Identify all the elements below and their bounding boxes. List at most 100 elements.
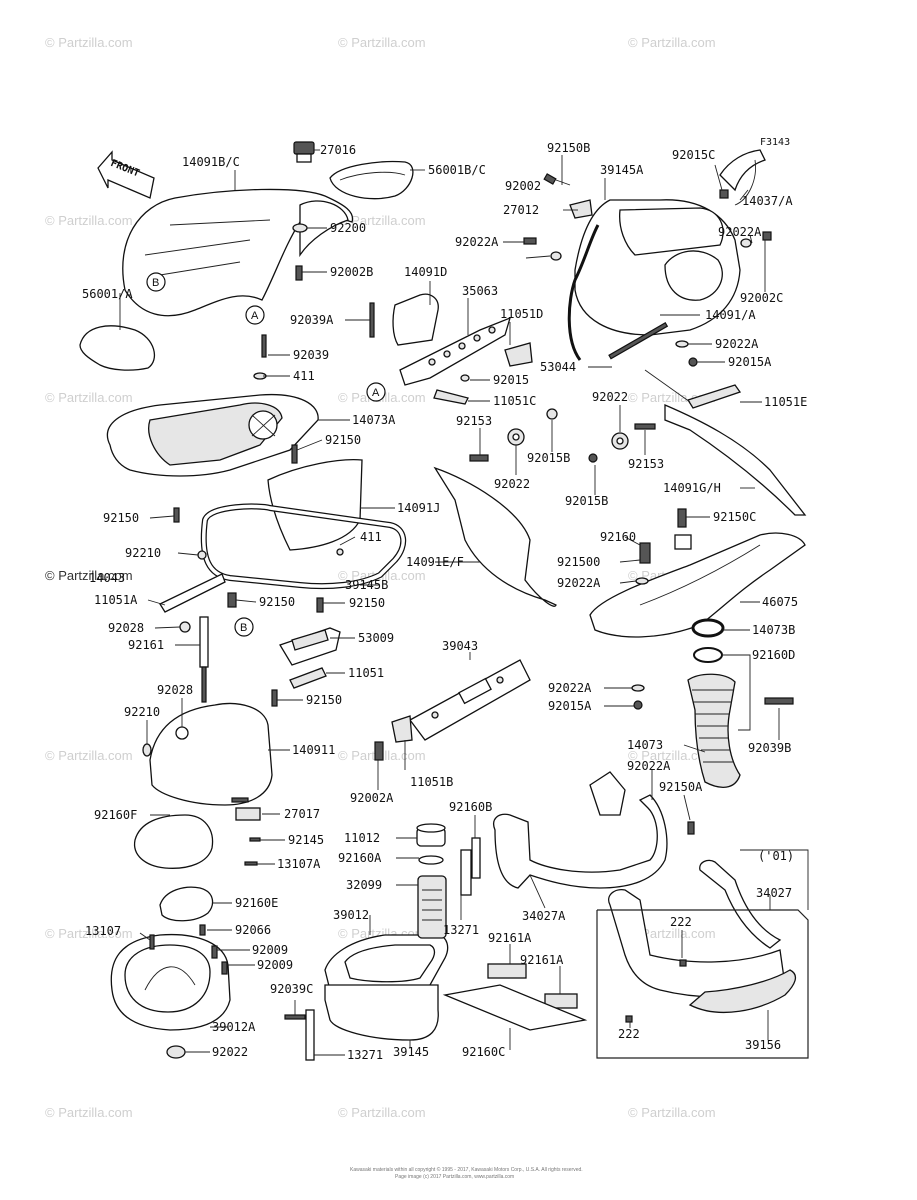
part-label: 92015C <box>672 148 715 162</box>
watermark: © Partzilla.com <box>45 213 133 228</box>
part-label: 92161A <box>520 953 564 967</box>
part-label: 39145B <box>345 578 388 592</box>
part-label: 411 <box>293 369 315 383</box>
ref-marker-b <box>234 617 254 637</box>
part-label: 92022A <box>718 225 762 239</box>
front-arrow-icon: FRONT <box>97 150 155 199</box>
part-label: 11051E <box>764 395 807 409</box>
part-label: 35063 <box>462 284 498 298</box>
part-label: 53044 <box>540 360 576 374</box>
year-note: ('01) <box>758 849 794 863</box>
part-label: 92039B <box>748 741 791 755</box>
part-label: 92022A <box>715 337 759 351</box>
ref-marker-a <box>245 305 265 325</box>
ref-marker-b <box>146 272 166 292</box>
part-label: 92161 <box>128 638 164 652</box>
part-label: 14037/A <box>742 194 793 208</box>
part-label: 46075 <box>762 595 798 609</box>
part-label: 39012 <box>333 908 369 922</box>
ref-marker-a <box>366 382 386 402</box>
part-label: 92153 <box>456 414 492 428</box>
part-label: 11051A <box>94 593 138 607</box>
part-label: 92009 <box>257 958 293 972</box>
part-label: 92145 <box>288 833 324 847</box>
part-label: 39145A <box>600 163 644 177</box>
part-label: 27017 <box>284 807 320 821</box>
part-label: 92210 <box>124 705 160 719</box>
part-label: 140911 <box>292 743 335 757</box>
part-label: 92150A <box>659 780 703 794</box>
ref-marker-label: A <box>372 387 380 399</box>
part-label: 13107A <box>277 857 321 871</box>
part-label: 92015A <box>728 355 772 369</box>
watermark: © Partzilla.com <box>628 748 716 763</box>
part-label: 27016 <box>320 143 356 157</box>
ref-markers: B A A B <box>146 272 386 637</box>
part-label: 92022A <box>455 235 499 249</box>
part-label: 92150 <box>325 433 361 447</box>
part-label: 14073A <box>352 413 396 427</box>
part-label: 222 <box>670 915 692 929</box>
part-label: 53009 <box>358 631 394 645</box>
part-label: 56001B/C <box>428 163 486 177</box>
part-label: 13271 <box>347 1048 383 1062</box>
part-label: 92150C <box>713 510 756 524</box>
watermark: © Partzilla.com <box>45 390 133 405</box>
part-label: 92002A <box>350 791 394 805</box>
part-label: 92022A <box>627 759 671 773</box>
part-label: 411 <box>360 530 382 544</box>
part-shapes <box>79 141 807 1061</box>
part-label: 92160D <box>752 648 795 662</box>
part-label: 11012 <box>344 831 380 845</box>
ref-marker-label: A <box>251 310 259 322</box>
part-label: 39012A <box>212 1020 256 1034</box>
part-label: 92150 <box>103 511 139 525</box>
part-label: 921500 <box>557 555 600 569</box>
watermark: © Partzilla.com <box>628 35 716 50</box>
part-label: 14073 <box>627 738 663 752</box>
part-label: 14073B <box>752 623 795 637</box>
part-label: 14043 <box>89 571 125 585</box>
figure-code: F3143 <box>760 137 790 148</box>
leader-lines <box>119 149 780 1056</box>
watermark: © Partzilla.com <box>628 1105 716 1120</box>
part-label: 11051C <box>493 394 536 408</box>
part-label: 34027 <box>756 886 792 900</box>
part-label: 92009 <box>252 943 288 957</box>
part-label: 92150 <box>259 595 295 609</box>
part-label: 92028 <box>108 621 144 635</box>
watermark: © Partzilla.com <box>45 35 133 50</box>
watermarks: © Partzilla.com © Partzilla.com © Partzi… <box>45 35 716 1120</box>
part-label: 92160E <box>235 896 278 910</box>
part-label: 92002C <box>740 291 783 305</box>
part-label: 92160F <box>94 808 137 822</box>
part-label: 32099 <box>346 878 382 892</box>
year-inset-box: ('01) <box>596 849 809 1059</box>
watermark: © Partzilla.com <box>45 926 133 941</box>
watermark: © Partzilla.com <box>628 926 716 941</box>
part-label: 92200 <box>330 221 366 235</box>
part-label: 92150B <box>547 141 590 155</box>
part-label: 92015A <box>548 699 592 713</box>
part-labels: F3143 14091B/C 27016 56001B/C 92150B 391… <box>82 137 807 1062</box>
part-label: 92160 <box>600 530 636 544</box>
part-label: 14091E/F <box>406 555 464 569</box>
part-label: 92022A <box>557 576 601 590</box>
part-label: 92039C <box>270 982 313 996</box>
copyright-text: Kawasaki materials within all copyright … <box>350 1166 583 1173</box>
part-label: 14091D <box>404 265 447 279</box>
part-label: 92039 <box>293 348 329 362</box>
part-label: 92160B <box>449 800 492 814</box>
part-label: 39043 <box>442 639 478 653</box>
watermark: © Partzilla.com <box>45 568 133 583</box>
part-label: 11051B <box>410 775 453 789</box>
part-label: 92161A <box>488 931 532 945</box>
part-label: 92022A <box>548 681 592 695</box>
part-label: 92022 <box>494 477 530 491</box>
part-label: 14091J <box>397 501 440 515</box>
part-label: 92028 <box>157 683 193 697</box>
watermark: © Partzilla.com <box>338 35 426 50</box>
part-label: 92066 <box>235 923 271 937</box>
ref-marker-label: B <box>152 277 159 289</box>
part-label: 11051 <box>348 666 384 680</box>
